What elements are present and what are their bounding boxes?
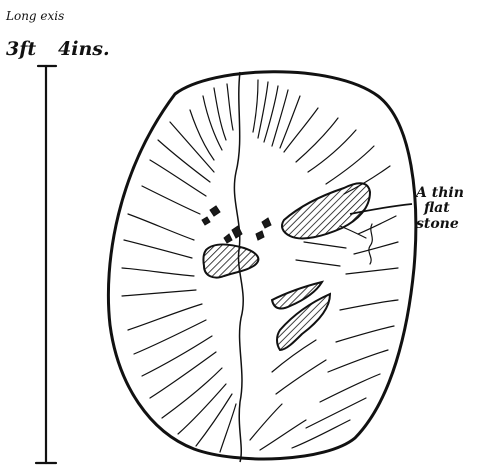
- left-hatched-stone: [203, 245, 258, 278]
- measure-inches-label: 4ins.: [58, 38, 110, 60]
- surface-hatching: [122, 80, 398, 452]
- annotation-line-1: A thin: [414, 185, 464, 201]
- long-axis-label: Long exis: [5, 9, 64, 23]
- scale-bar: [36, 66, 56, 463]
- stone-outline: [108, 72, 415, 459]
- annotation-line-3: stone: [416, 216, 459, 232]
- thin-flat-stone: [282, 183, 370, 238]
- annotation-line-2: flat: [423, 200, 450, 216]
- measure-feet-label: 3ft: [6, 38, 36, 60]
